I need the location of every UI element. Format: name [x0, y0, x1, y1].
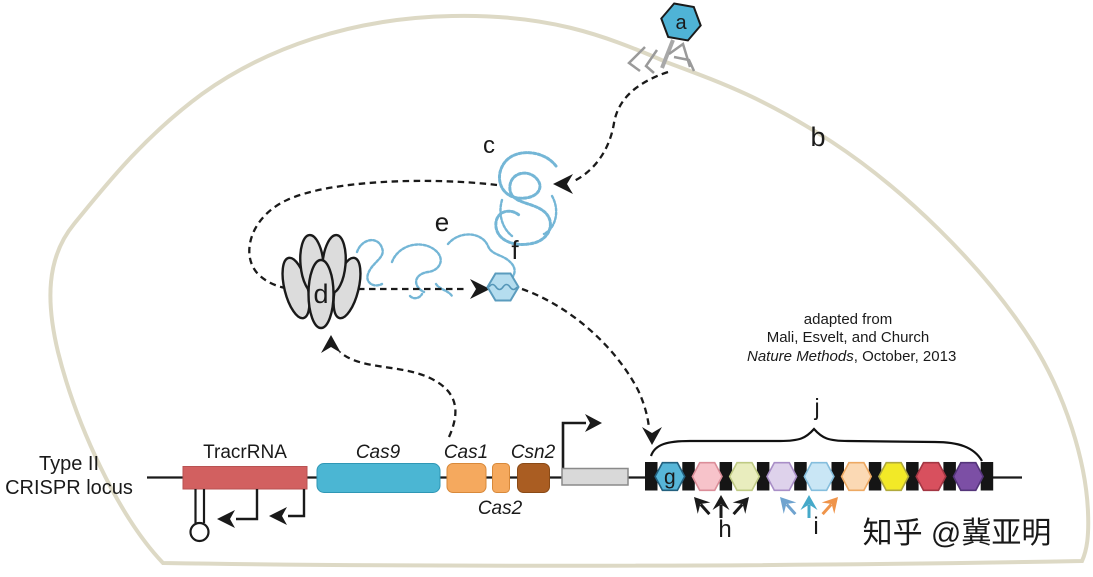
cas-protein-complex — [281, 233, 362, 330]
dna-fragment — [355, 239, 384, 287]
attribution-line3: Nature Methods, October, 2013 — [747, 348, 956, 365]
label-j: j — [813, 394, 819, 420]
phage-injection-path — [573, 70, 669, 183]
crispr-array: g — [645, 461, 994, 492]
phage-leg — [673, 55, 696, 72]
degraded-dna-fragments — [355, 233, 516, 300]
spacer-hexagon — [691, 461, 723, 492]
dna-fragment — [434, 282, 454, 298]
crispr-repeat — [645, 462, 658, 491]
locus-title-line2: CRISPR locus — [5, 477, 133, 499]
spacer-hexagon — [915, 461, 947, 492]
integration-path — [521, 287, 651, 429]
spacer-hexagon — [877, 461, 910, 492]
watermark: 知乎 @冀亚明 — [863, 517, 1052, 550]
label-a: a — [675, 12, 687, 34]
tracrrna-stem-loop — [189, 489, 210, 543]
dna-coil — [499, 198, 514, 238]
attribution-line2: Mali, Esvelt, and Church — [767, 329, 930, 346]
phage-leg — [644, 49, 659, 74]
crispr-repeat — [794, 462, 807, 491]
locus-title-line1: Type II — [39, 453, 99, 475]
label-h: h — [718, 516, 731, 543]
spacer-hexagon — [654, 461, 686, 492]
acquisition-and-guide-arrows — [694, 495, 838, 518]
expression-arrowhead — [321, 335, 341, 353]
cell-membrane — [48, 13, 1091, 568]
csn2-box — [517, 463, 550, 493]
cas2-label: Cas2 — [478, 498, 523, 519]
phage-tail — [660, 39, 675, 69]
crispr-repeat — [719, 462, 733, 491]
crrna-guide-arrow — [780, 497, 797, 516]
cas1-label: Cas1 — [444, 442, 488, 463]
phage-capsid-icon — [660, 2, 702, 42]
label-e: e — [435, 207, 449, 237]
dna-coil — [542, 194, 558, 236]
label-g: g — [664, 466, 676, 489]
tracrrna-transcription-arrow — [269, 489, 306, 525]
crrna-guide-arrow — [821, 497, 838, 516]
integration-arrowhead — [642, 427, 662, 445]
spacer-hexagon — [952, 461, 985, 492]
label-b: b — [810, 122, 825, 152]
cas2-box — [492, 463, 510, 493]
crispr-repeat — [831, 462, 844, 491]
label-c: c — [483, 132, 495, 159]
crispr-repeat — [943, 462, 956, 491]
leader-box — [561, 467, 629, 486]
csn2-label: Csn2 — [511, 442, 556, 463]
tracrrna-transcription-arrow — [217, 489, 259, 528]
spacer-hexagon — [803, 461, 835, 492]
injection-arrowhead — [553, 174, 573, 194]
dna-fragment — [390, 243, 442, 294]
label-d: d — [313, 279, 328, 309]
viral-dna-squiggle — [494, 151, 558, 246]
crispr-repeat — [682, 462, 695, 491]
cas9-label: Cas9 — [356, 442, 401, 463]
tracrrna-label: TracrRNA — [203, 442, 287, 463]
spacer-hexagon — [840, 461, 873, 492]
cas9-box — [316, 463, 441, 493]
phage-leg — [627, 46, 646, 73]
crispr-repeat — [868, 462, 882, 491]
label-f: f — [511, 235, 519, 265]
expression-path — [339, 351, 457, 438]
spacer-hexagon — [728, 461, 761, 492]
protospacer-hexagon — [486, 272, 520, 302]
attribution-date: , October, 2013 — [854, 348, 957, 365]
attribution-line1: adapted from — [804, 311, 892, 328]
new-spacer-arrow — [732, 497, 749, 516]
new-spacer-arrow — [712, 495, 730, 518]
array-brace — [649, 427, 983, 462]
crispr-repeat — [756, 462, 770, 491]
crispr-repeat — [906, 462, 919, 491]
attribution-journal: Nature Methods — [747, 348, 854, 365]
promoter-arrow — [561, 414, 602, 477]
dna-to-complex-path — [248, 179, 498, 290]
phage: a — [627, 2, 702, 74]
processing-arrowhead — [470, 279, 490, 299]
protospacer-wave — [488, 283, 518, 291]
crrna-guide-arrow — [800, 495, 818, 518]
tracrrna-box — [182, 466, 308, 490]
crispr-repeat — [980, 462, 994, 491]
label-i: i — [813, 513, 818, 540]
dna-fragment — [408, 292, 424, 300]
spacer-hexagon — [766, 461, 798, 492]
new-spacer-arrow — [694, 497, 711, 516]
cas1-box — [446, 463, 487, 493]
dna-coil — [494, 151, 558, 246]
protein-oval — [307, 258, 335, 330]
